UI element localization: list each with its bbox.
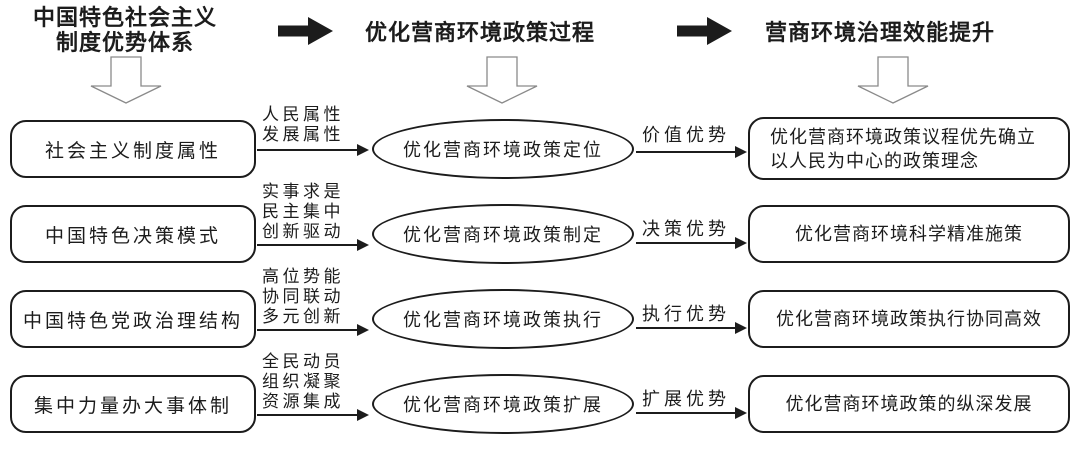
arrow-connector	[257, 144, 369, 156]
flow-row: 中国特色党政治理结构 高位势能 协同联动 多元创新 优化营商环境政策执行 执行优…	[0, 267, 1080, 349]
mechanism-label: 实事求是 民主集中 创新驱动	[262, 182, 374, 242]
down-arrow-icon	[466, 56, 538, 104]
outcome-line: 优化营商环境政策的纵深发展	[785, 394, 1033, 414]
source-box: 中国特色党政治理结构	[10, 290, 256, 348]
arrow-connector	[636, 237, 747, 249]
arrow-connector	[257, 239, 369, 251]
down-arrow-icon	[90, 56, 162, 104]
mechanism-line: 发展属性	[262, 125, 344, 144]
mechanism-label: 人民属性 发展属性	[262, 105, 374, 145]
mechanism-line: 民主集中	[262, 202, 344, 221]
outcome-line: 以人民为中心的政策理念	[770, 150, 979, 171]
mechanism-line: 协同联动	[262, 287, 344, 306]
header-institution-system: 中国特色社会主义 制度优势体系	[10, 5, 240, 55]
flow-row: 中国特色决策模式 实事求是 民主集中 创新驱动 优化营商环境政策制定 决策优势 …	[0, 182, 1080, 264]
process-ellipse: 优化营商环境政策定位	[372, 119, 634, 179]
mechanism-line: 高位势能	[262, 267, 344, 286]
advantage-label: 扩展优势	[642, 389, 730, 409]
down-arrow-icon	[857, 56, 929, 104]
outcome-line: 优化营商环境科学精准施策	[795, 224, 1023, 244]
header-line: 中国特色社会主义	[32, 5, 217, 30]
arrow-connector	[636, 322, 747, 334]
source-box: 社会主义制度属性	[10, 120, 256, 178]
mechanism-line: 多元创新	[262, 307, 344, 326]
advantage-label: 决策优势	[642, 219, 730, 239]
mechanism-line: 组织凝聚	[262, 372, 344, 391]
arrow-connector	[257, 409, 369, 421]
header-line: 制度优势体系	[55, 30, 194, 55]
process-ellipse: 优化营商环境政策制定	[372, 204, 634, 264]
outcome-box: 优化营商环境政策议程优先确立 以人民为中心的政策理念	[748, 117, 1070, 180]
source-box: 中国特色决策模式	[10, 205, 256, 263]
right-arrow-icon	[278, 17, 333, 45]
mechanism-line: 实事求是	[262, 182, 344, 201]
right-arrow-icon	[677, 17, 732, 45]
mechanism-line: 资源集成	[262, 392, 344, 411]
header-line: 优化营商环境政策过程	[364, 20, 595, 45]
mechanism-label: 全民动员 组织凝聚 资源集成	[262, 352, 374, 412]
process-ellipse: 优化营商环境政策执行	[372, 289, 634, 349]
process-ellipse: 优化营商环境政策扩展	[372, 374, 634, 434]
outcome-box: 优化营商环境科学精准施策	[748, 205, 1070, 263]
outcome-line: 优化营商环境政策议程优先确立	[770, 126, 1036, 147]
flow-row: 集中力量办大事体制 全民动员 组织凝聚 资源集成 优化营商环境政策扩展 扩展优势…	[0, 352, 1080, 434]
arrow-connector	[636, 407, 747, 419]
outcome-box: 优化营商环境政策执行协同高效	[748, 290, 1070, 348]
header-policy-process: 优化营商环境政策过程	[350, 20, 610, 45]
header-governance-efficiency: 营商环境治理效能提升	[745, 20, 1015, 45]
advantage-label: 执行优势	[642, 304, 730, 324]
mechanism-line: 人民属性	[262, 105, 344, 124]
arrow-connector	[636, 146, 747, 158]
advantage-label: 价值优势	[642, 125, 730, 145]
source-box: 集中力量办大事体制	[10, 375, 256, 433]
arrow-connector	[257, 324, 369, 336]
mechanism-line: 创新驱动	[262, 222, 344, 241]
outcome-box: 优化营商环境政策的纵深发展	[748, 375, 1070, 433]
header-line: 营商环境治理效能提升	[764, 20, 995, 45]
mechanism-line: 全民动员	[262, 352, 344, 371]
outcome-line: 优化营商环境政策执行协同高效	[776, 309, 1042, 329]
mechanism-label: 高位势能 协同联动 多元创新	[262, 267, 374, 327]
flow-row: 社会主义制度属性 人民属性 发展属性 优化营商环境政策定位 价值优势 优化营商环…	[0, 105, 1080, 180]
